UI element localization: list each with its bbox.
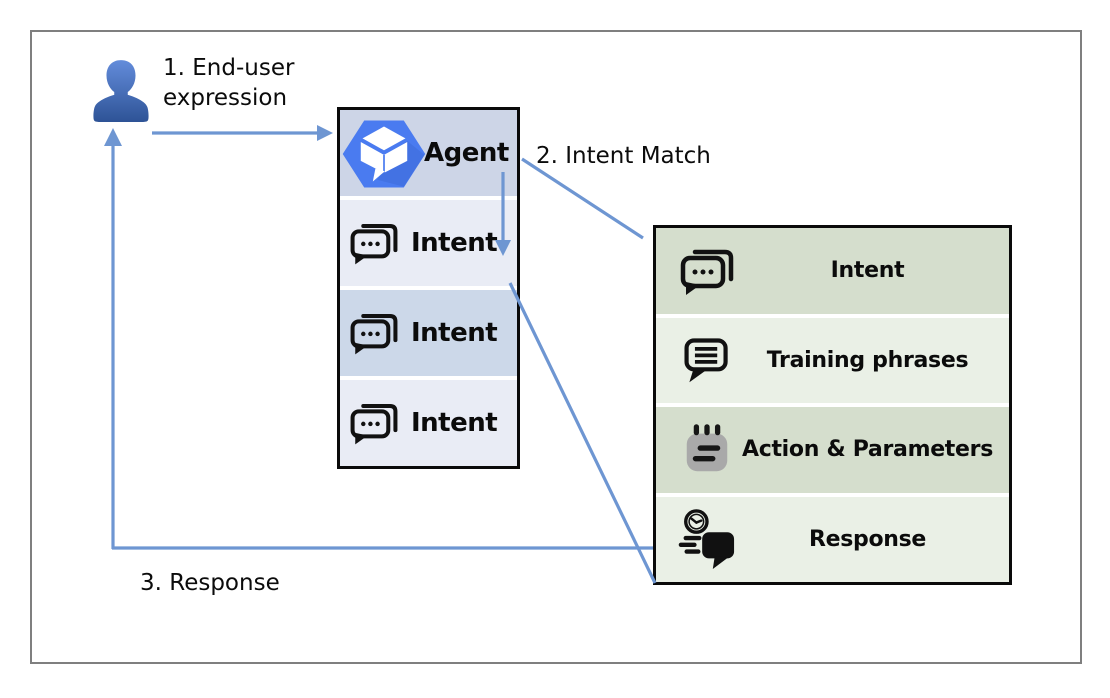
chat-bubbles-ellipsis-icon bbox=[350, 224, 398, 265]
intent-detail-panel: Intent Training phrases bbox=[653, 225, 1012, 585]
detail-intent-row: Intent bbox=[656, 228, 1009, 314]
chat-bubbles-ellipsis-icon bbox=[350, 404, 398, 445]
step2-label: 2. Intent Match bbox=[536, 143, 711, 169]
detail-response-label: Response bbox=[808, 526, 927, 552]
agent-intent-row: Intent bbox=[340, 380, 517, 466]
detail-intent-label: Intent bbox=[830, 258, 905, 284]
notepad-icon bbox=[686, 423, 728, 471]
intent-label: Intent bbox=[411, 228, 498, 258]
chat-bubbles-ellipsis-icon bbox=[680, 249, 734, 295]
end-user-icon bbox=[93, 60, 149, 122]
detail-response-row: Response bbox=[656, 496, 1009, 582]
agent-panel: Agent Intent Intent bbox=[337, 107, 520, 469]
chat-bubble-lines-icon bbox=[684, 338, 728, 383]
intent-label: Intent bbox=[411, 408, 498, 438]
agent-label: Agent bbox=[424, 138, 509, 168]
step3-label: 3. Response bbox=[140, 570, 280, 596]
step1-label: 1. End-user expression bbox=[163, 55, 295, 111]
chat-bubbles-ellipsis-icon bbox=[350, 314, 398, 355]
agent-intent-row: Intent bbox=[340, 290, 517, 376]
agent-header-row: Agent bbox=[340, 110, 517, 196]
detail-training-phrases-row: Training phrases bbox=[656, 317, 1009, 403]
intent-label: Intent bbox=[411, 318, 498, 348]
detail-training-phrases-label: Training phrases bbox=[766, 347, 969, 373]
agent-intent-row: Intent bbox=[340, 200, 517, 286]
clock-speech-bubble-icon bbox=[678, 509, 735, 570]
detail-action-parameters-label: Action & Parameters bbox=[741, 437, 993, 463]
detail-action-parameters-row: Action & Parameters bbox=[656, 407, 1009, 493]
dialogflow-agent-icon bbox=[342, 120, 426, 188]
